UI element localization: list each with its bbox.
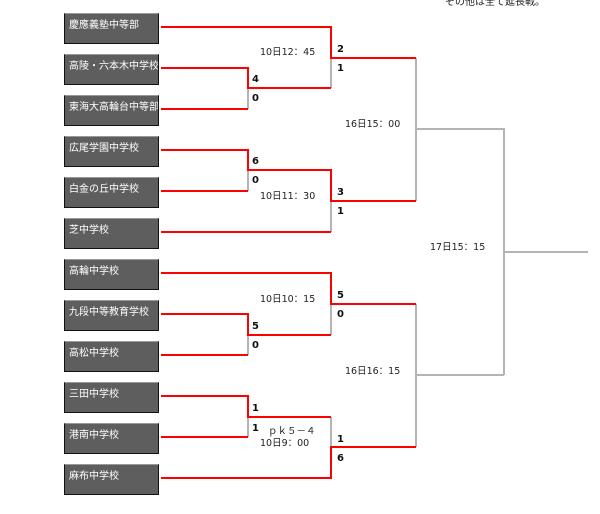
score: 2	[337, 44, 344, 55]
match-time: 16日15：00	[345, 119, 401, 130]
team-box: 高松中学校	[64, 341, 159, 372]
team-box: 麻布中学校	[64, 464, 159, 495]
score: 5	[252, 321, 259, 332]
score: 1	[252, 423, 259, 434]
score: 5	[337, 290, 344, 301]
team-box: 九段中等教育学校	[64, 300, 159, 331]
score: 1	[252, 403, 259, 414]
score: 6	[252, 156, 259, 167]
score: 0	[337, 309, 344, 320]
note-text: その他は全て延長戦。	[445, 0, 545, 8]
match-time: 10日12：45	[260, 47, 316, 58]
team-box: 三田中学校	[64, 382, 159, 413]
score: 6	[337, 453, 344, 464]
team-box: 芝中学校	[64, 218, 159, 249]
score: 0	[252, 93, 259, 104]
score: 1	[337, 434, 344, 445]
team-box: 白金の丘中学校	[64, 177, 159, 208]
score: 0	[252, 340, 259, 351]
team-box: 高陵・六本木中学校	[64, 54, 159, 85]
score: 3	[337, 187, 344, 198]
score: 4	[252, 74, 259, 85]
match-time: 16日16：15	[345, 366, 401, 377]
loser-lines	[247, 58, 588, 447]
winner-lines	[161, 26, 416, 479]
match-time: 17日15：15	[430, 242, 486, 253]
pk-score: ｐｋ５－４	[268, 426, 316, 437]
score: 1	[337, 63, 344, 74]
team-box: 広尾学園中学校	[64, 136, 159, 167]
team-box: 港南中学校	[64, 423, 159, 454]
score: 0	[252, 175, 259, 186]
match-time: 10日10：15	[260, 294, 316, 305]
score: 1	[337, 206, 344, 217]
team-box: 慶應義塾中等部	[64, 13, 159, 44]
team-box: 東海大高輪台中等部	[64, 95, 159, 126]
match-time: 10日11：30	[260, 191, 316, 202]
team-box: 高輪中学校	[64, 259, 159, 290]
match-time: 10日9：00	[260, 438, 310, 449]
